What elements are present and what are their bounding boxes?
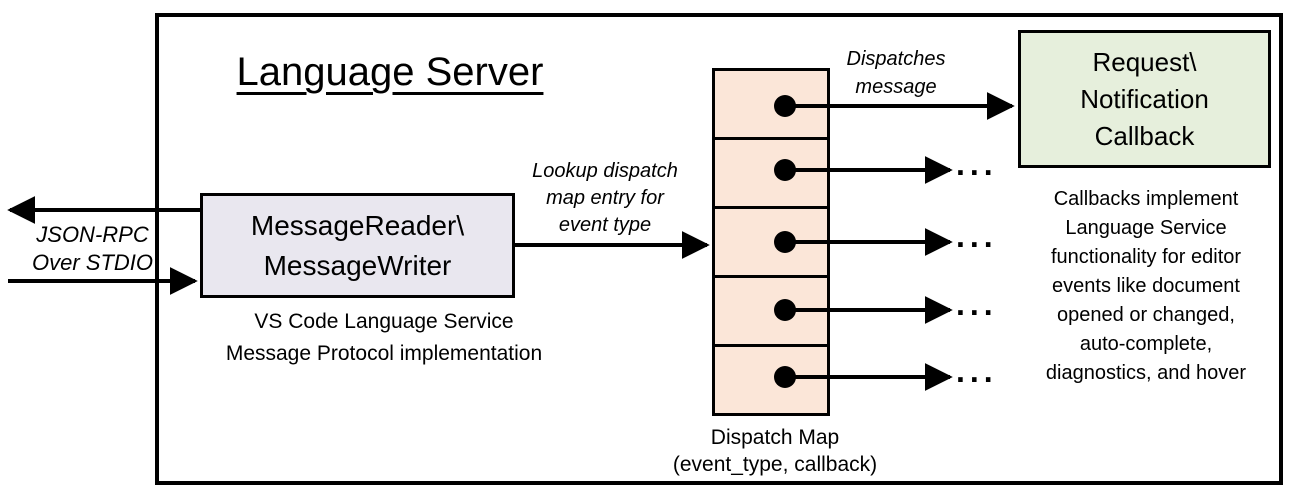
callbacks-note: Callbacks implement Language Service fun… (1020, 185, 1272, 388)
dispatch-caption-line: Dispatch Map (710, 426, 840, 449)
dispatches-label-line: Dispatches (846, 48, 946, 70)
dispatch-caption-line: (event_type, callback) (672, 453, 878, 476)
dispatch-map (712, 68, 830, 416)
lookup-dispatch-label: Lookup dispatch map entry for event type (510, 158, 700, 239)
more-callbacks-ellipsis: ... (956, 218, 998, 254)
callbacks-note-line: Callbacks implement (1053, 188, 1239, 210)
dispatch-map-cell (715, 278, 827, 347)
more-callbacks-ellipsis: ... (956, 146, 998, 182)
dispatches-message-label: Dispatches message (806, 45, 986, 101)
callback-box-line: Callback (1094, 120, 1195, 151)
callbacks-note-line: Language Service (1065, 217, 1227, 239)
io-label-line: JSON-RPC (36, 222, 149, 247)
callbacks-note-line: events like document (1052, 275, 1240, 297)
request-notification-callback-box: Request\ Notification Callback (1018, 30, 1271, 168)
message-reader-writer-box: MessageReader\ MessageWriter (200, 193, 515, 298)
dispatch-map-cell (715, 347, 827, 413)
json-rpc-over-stdio-label: JSON-RPC Over STDIO (15, 221, 170, 277)
callbacks-note-line: functionality for editor (1050, 246, 1242, 268)
callback-box-line: Notification (1080, 83, 1209, 114)
callbacks-note-line: diagnostics, and hover (1045, 362, 1247, 384)
more-callbacks-ellipsis: ... (956, 286, 998, 322)
reader-caption: VS Code Language Service Message Protoco… (184, 306, 584, 370)
callbacks-note-line: auto-complete, (1079, 333, 1213, 355)
dispatch-map-cell (715, 209, 827, 278)
lookup-label-line: map entry for (546, 187, 664, 209)
io-label-line: Over STDIO (31, 250, 153, 275)
dispatch-map-cell (715, 140, 827, 209)
reader-caption-line: VS Code Language Service (254, 310, 514, 333)
lookup-label-line: Lookup dispatch (532, 160, 678, 182)
more-callbacks-ellipsis: ... (956, 353, 998, 389)
lookup-label-line: event type (558, 214, 652, 236)
reader-box-line: MessageReader\ (250, 209, 465, 241)
dispatch-map-caption: Dispatch Map (event_type, callback) (646, 424, 904, 478)
diagram-title: Language Server (236, 50, 544, 94)
reader-caption-line: Message Protocol implementation (225, 342, 543, 365)
dispatches-label-line: message (855, 76, 937, 98)
reader-box-line: MessageWriter (263, 249, 452, 281)
callbacks-note-line: opened or changed, (1057, 304, 1235, 326)
callback-box-line: Request\ (1092, 46, 1197, 77)
